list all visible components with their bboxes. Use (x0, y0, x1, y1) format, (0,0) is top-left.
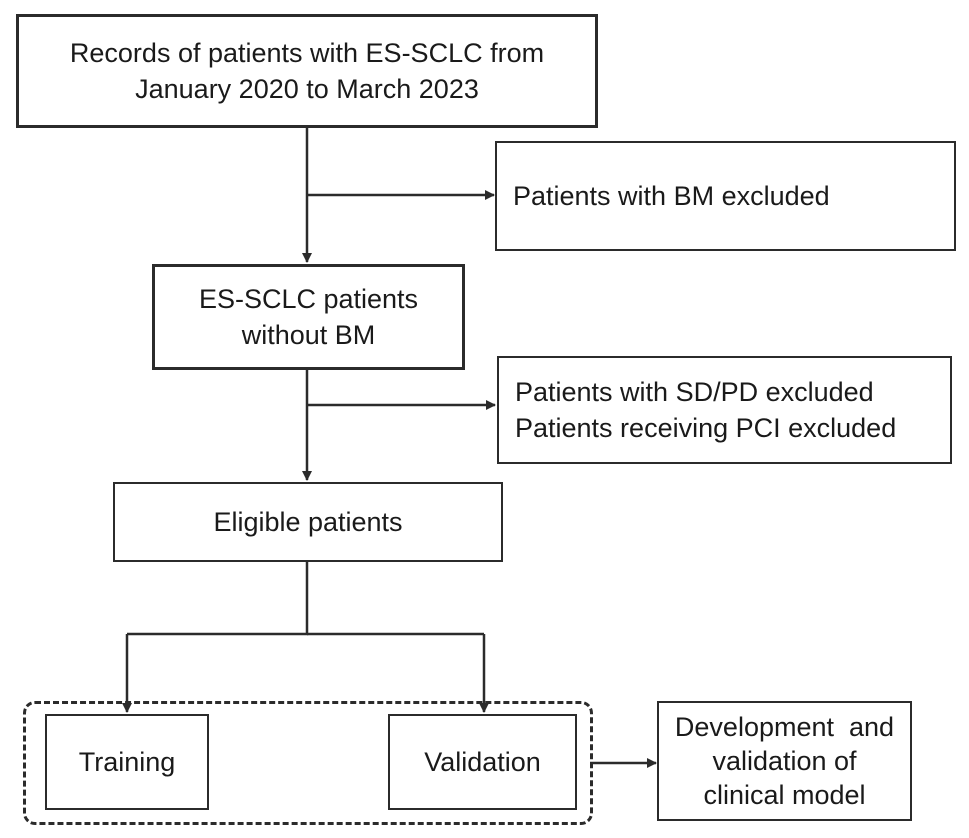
excluded-sd-line-1: Patients with SD/PD excluded (515, 377, 874, 407)
excluded-sd-box: Patients with SD/PD excluded Patients re… (497, 356, 952, 464)
excluded-bm-box: Patients with BM excluded (495, 141, 956, 251)
excluded-bm-line-1: Patients with BM excluded (513, 181, 830, 211)
development-box: Development and validation of clinical m… (657, 701, 912, 821)
training-label: Training (78, 747, 176, 777)
dataset-split-group (23, 701, 593, 825)
no-bm-line-2: without BM (241, 320, 376, 350)
records-line-1: Records of patients with ES-SCLC from (69, 38, 545, 68)
no-bm-box: ES-SCLC patients without BM (152, 264, 465, 370)
records-line-2: January 2020 to March 2023 (135, 74, 479, 104)
no-bm-line-1: ES-SCLC patients (198, 284, 419, 314)
validation-label: Validation (424, 747, 541, 777)
development-line-1: Development and (674, 712, 895, 742)
split-line (127, 562, 309, 636)
development-line-2: validation of (712, 746, 857, 776)
excluded-sd-line-2: Patients receiving PCI excluded (515, 413, 897, 443)
eligible-line-1: Eligible patients (213, 507, 403, 537)
training-box: Training (45, 714, 209, 810)
eligible-box: Eligible patients (113, 482, 503, 562)
development-line-3: clinical model (703, 780, 866, 810)
validation-box: Validation (388, 714, 577, 810)
records-box: Records of patients with ES-SCLC from Ja… (16, 14, 598, 128)
